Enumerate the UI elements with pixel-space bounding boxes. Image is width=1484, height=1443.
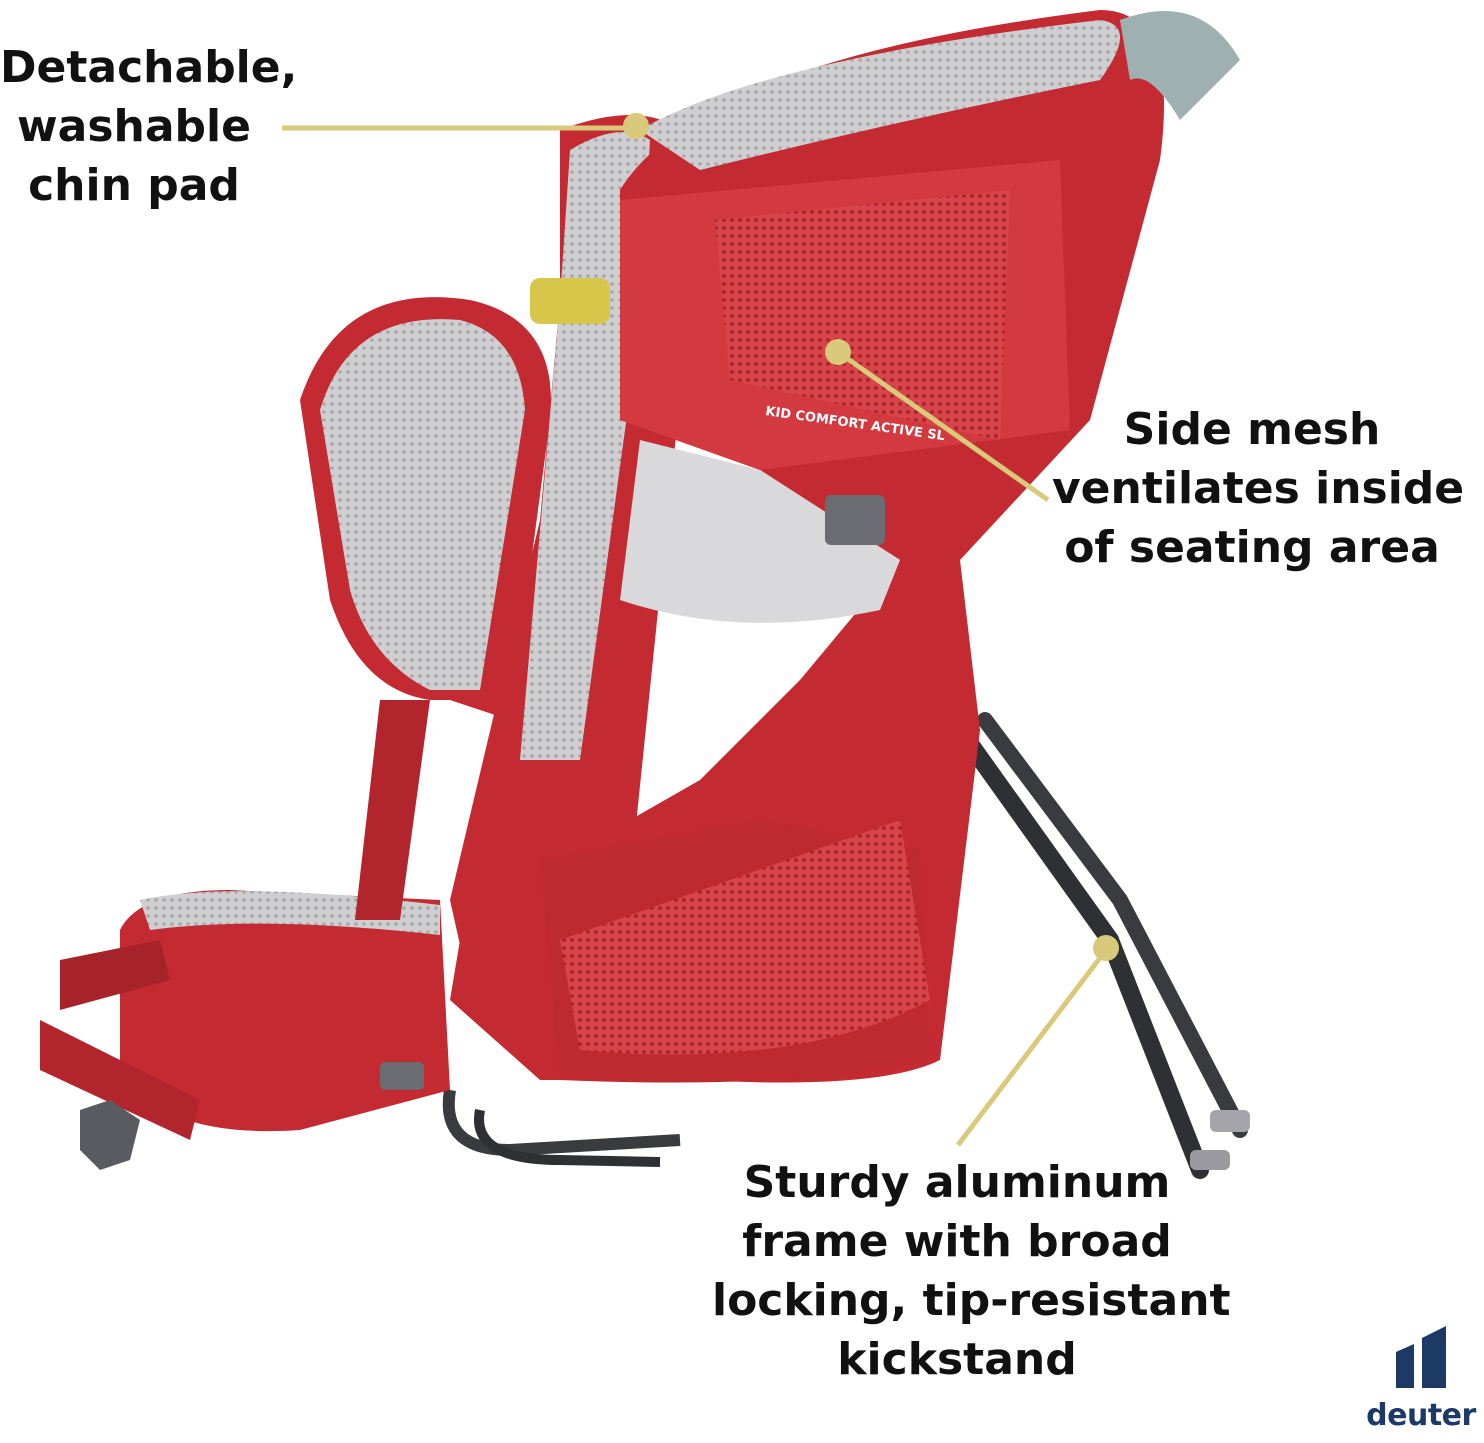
carrier-seat: KID COMFORT ACTIVE SL — [450, 10, 1240, 1083]
callout-frame: Sturdy aluminum frame with broad locking… — [712, 1153, 1231, 1389]
deuter-logo-icon — [1396, 1326, 1446, 1388]
front-frame — [442, 1089, 681, 1167]
shoulder-strap — [300, 297, 551, 920]
callout-chin-pad: Detachable, washable chin pad — [0, 38, 298, 215]
chin-pad-marker-icon — [623, 113, 649, 139]
callout-side-mesh-line: Side mesh — [1123, 404, 1381, 455]
callout-side-mesh: Side mesh ventilates inside of seating a… — [1052, 400, 1465, 577]
callout-frame-line: Sturdy aluminum — [743, 1157, 1171, 1208]
callout-frame-line: frame with broad — [742, 1216, 1172, 1267]
brand-logo: deuter — [1362, 1322, 1480, 1433]
brand-name: deuter — [1366, 1398, 1476, 1433]
callout-side-mesh-line: ventilates inside — [1052, 463, 1465, 514]
hip-belt — [40, 890, 450, 1170]
callout-lines — [282, 113, 1119, 1147]
callout-chin-pad-line: Detachable, — [0, 42, 298, 93]
side-mesh-marker-icon — [825, 339, 851, 365]
callout-frame-line: kickstand — [837, 1334, 1077, 1385]
callout-side-mesh-line: of seating area — [1064, 522, 1440, 573]
frame-marker-icon — [1093, 935, 1119, 961]
callout-chin-pad-line: chin pad — [28, 160, 240, 211]
callout-chin-pad-line: washable — [17, 101, 251, 152]
callout-frame-line: locking, tip-resistant — [712, 1275, 1231, 1326]
